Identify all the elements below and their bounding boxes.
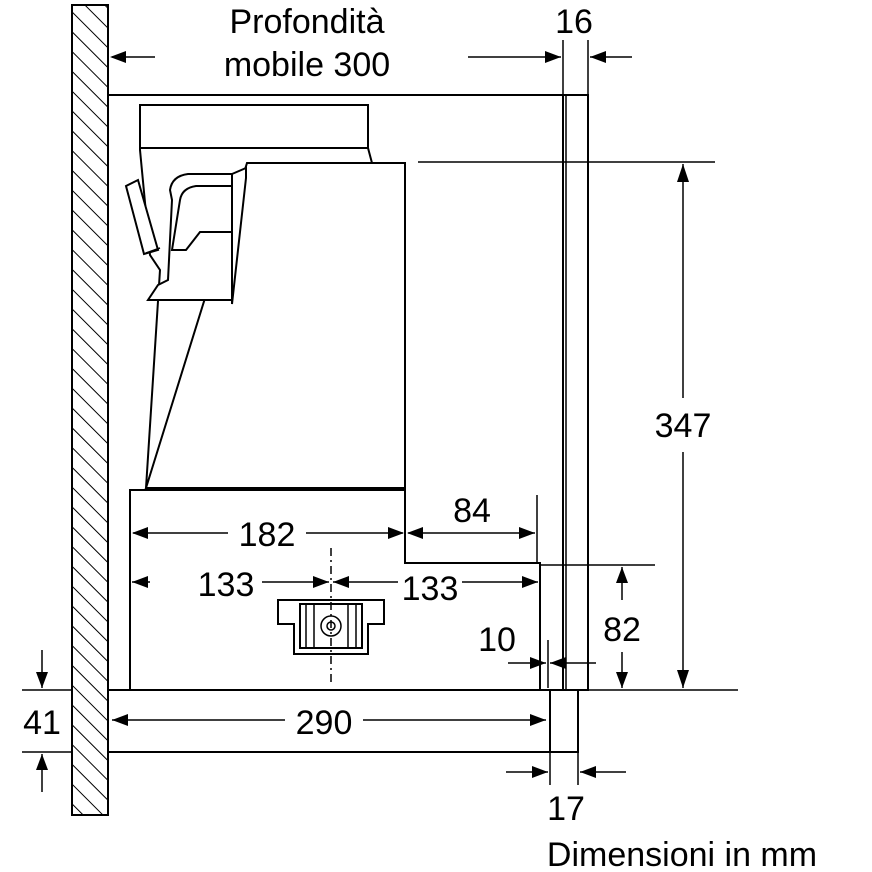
dimension-arrows — [36, 51, 689, 792]
label-41: 41 — [23, 704, 61, 742]
label-133-left: 133 — [198, 566, 255, 604]
label-347: 347 — [655, 407, 712, 445]
title-line2: mobile 300 — [224, 46, 390, 84]
label-133-right: 133 — [402, 570, 459, 608]
fan-unit — [277, 548, 385, 686]
units-caption: Dimensioni in mm — [547, 836, 817, 872]
title-line1: Profondità — [230, 3, 385, 41]
label-84: 84 — [453, 492, 491, 530]
wall-hatch — [71, 4, 109, 816]
label-17: 17 — [547, 790, 585, 828]
label-82: 82 — [603, 611, 641, 649]
extension-lines — [22, 40, 738, 785]
hood-body — [124, 104, 541, 691]
label-10: 10 — [478, 621, 516, 659]
label-16: 16 — [555, 3, 593, 41]
drawer-panel — [107, 689, 579, 753]
label-290: 290 — [296, 704, 353, 742]
cabinet-outline — [108, 94, 589, 691]
label-182: 182 — [239, 516, 296, 554]
